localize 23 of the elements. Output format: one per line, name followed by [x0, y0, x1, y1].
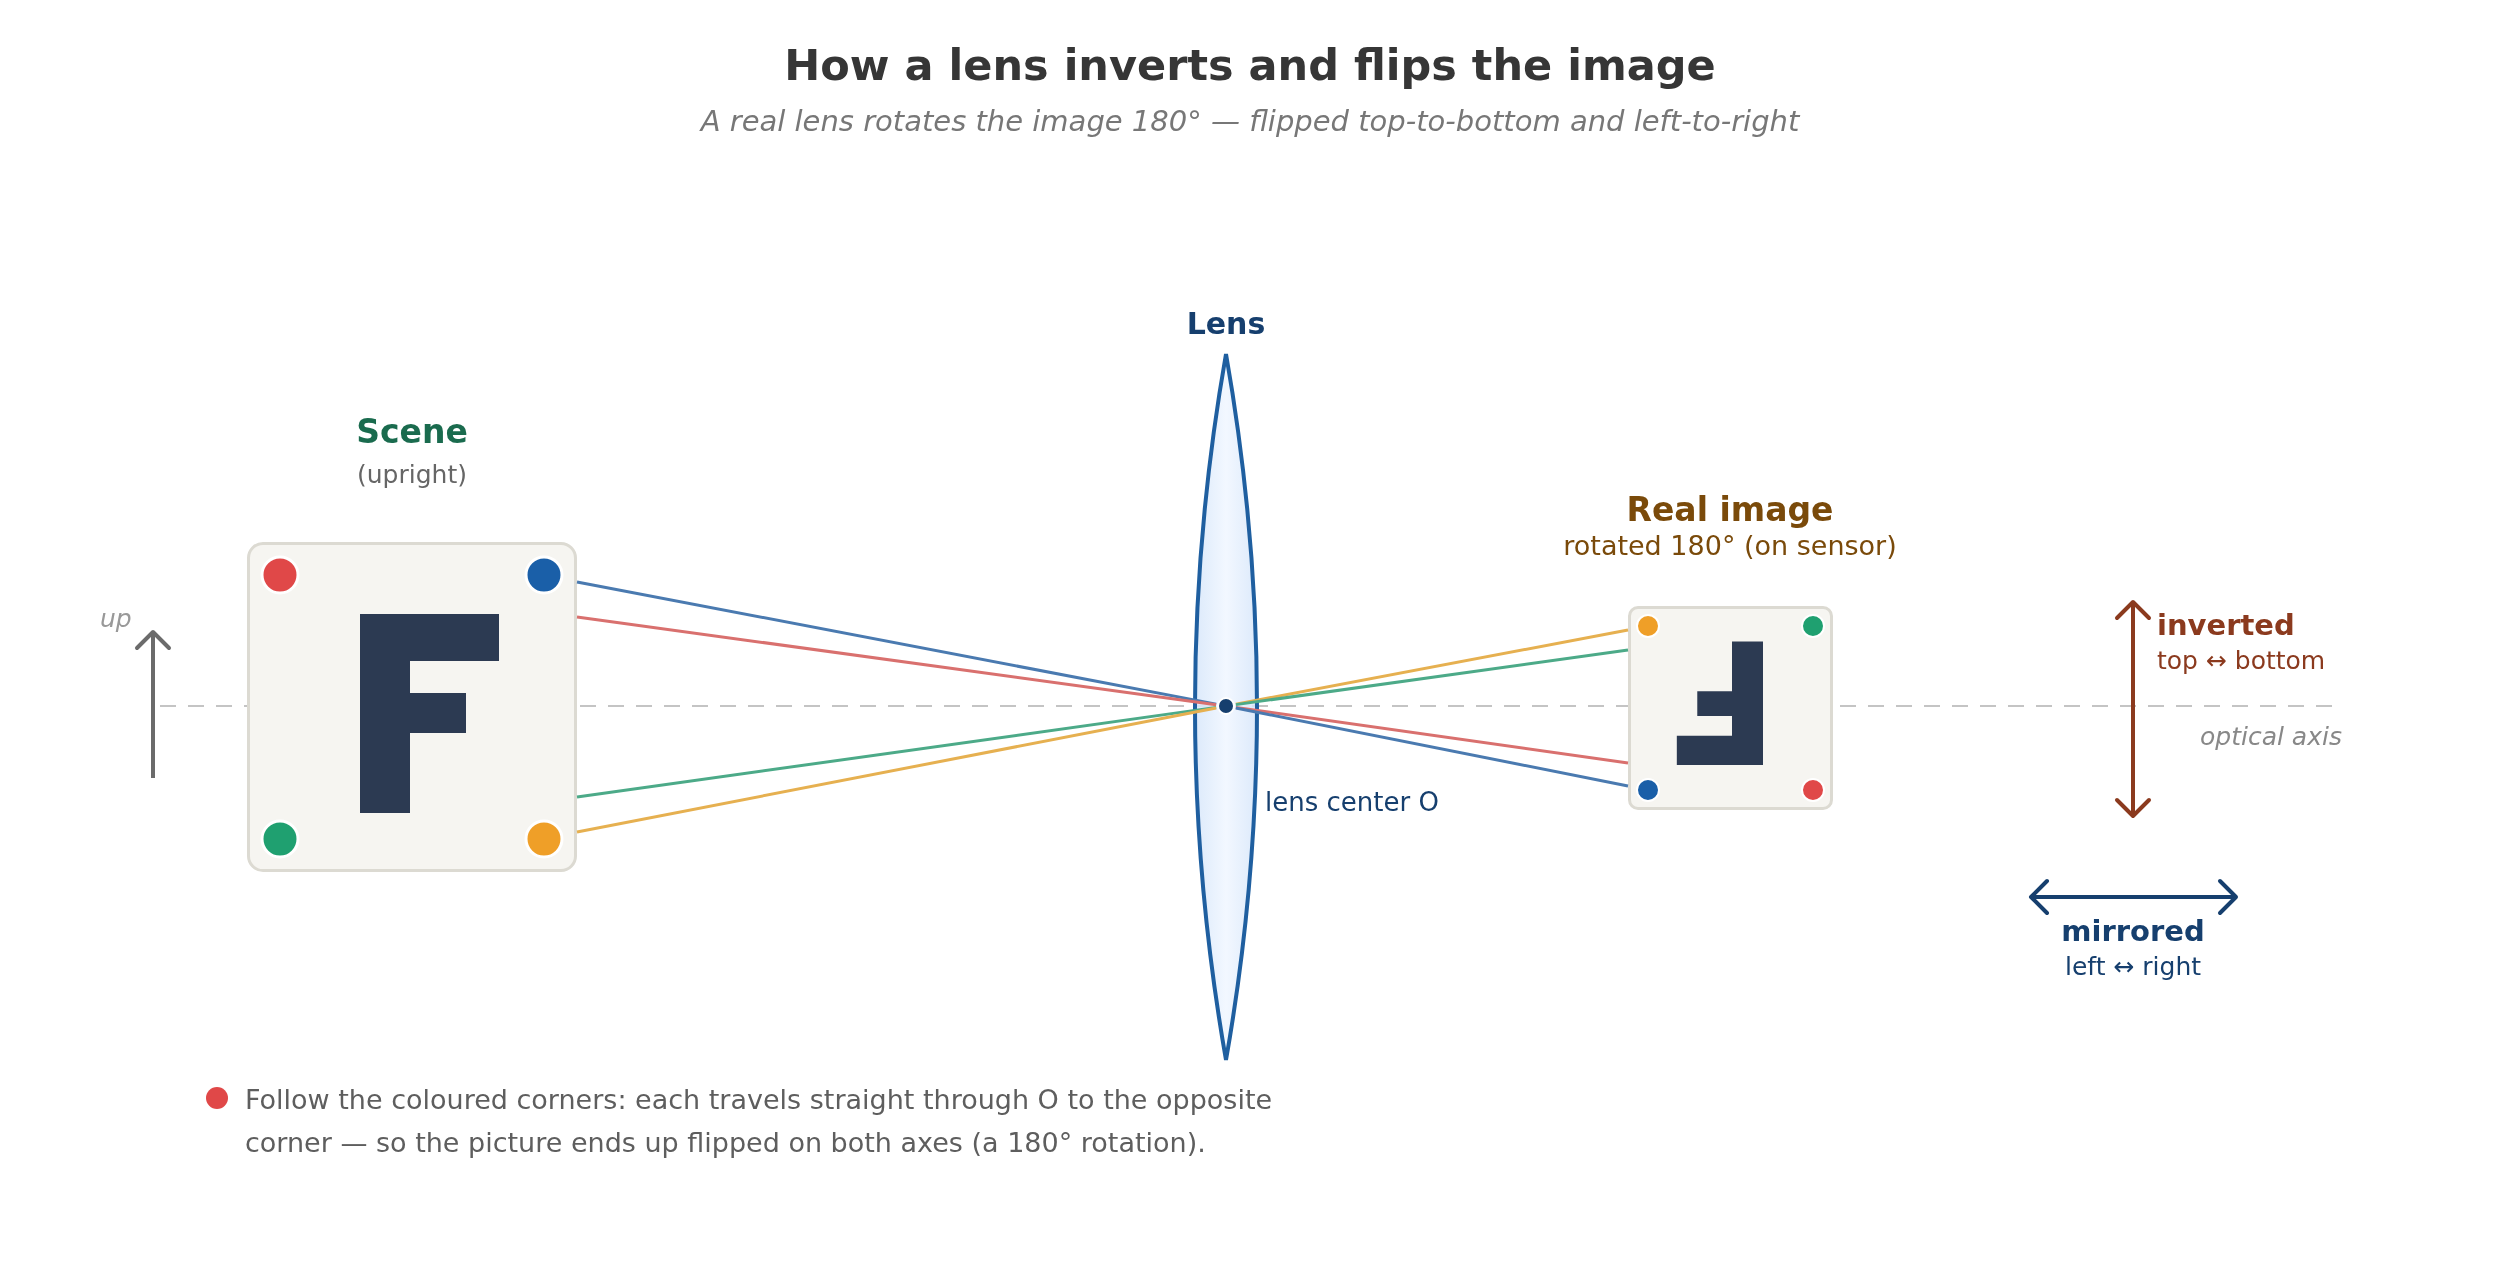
axis-label: up	[100, 604, 132, 633]
annotation-text: left ↔ right	[2063, 952, 2203, 981]
light-ray	[576, 706, 1217, 834]
subtitle: A real lens rotates the image 180° — flipped top-to-bottom and left-to-right	[698, 104, 1802, 138]
subheading: (upright)	[356, 460, 468, 489]
title: How a lens inverts and flips the image	[783, 40, 1717, 90]
heading: Scene	[355, 412, 469, 451]
light-ray	[1235, 628, 1629, 706]
light-ray	[1235, 705, 1629, 765]
light-ray	[576, 615, 1217, 707]
note-text: Follow the coloured corners: each travels straight through O to the opposite corner — so the picture ends up flipped on both axes (a 180° rotation).	[245, 1083, 1274, 1160]
point-label: lens center O	[1265, 787, 1439, 817]
heading: Lens	[1185, 306, 1267, 341]
axis-label: optical axis	[2200, 722, 2342, 751]
subheading: rotated 180° (on sensor)	[1562, 530, 1898, 561]
annotation-heading: inverted	[2157, 608, 2295, 642]
annotation-heading: mirrored	[2060, 914, 2206, 948]
annotation-text: top ↔ bottom	[2157, 646, 2326, 675]
light-ray	[1235, 706, 1629, 788]
light-ray	[576, 580, 1217, 706]
heading: Real image	[1625, 490, 1835, 529]
light-ray	[576, 705, 1217, 799]
light-ray	[1235, 648, 1629, 707]
